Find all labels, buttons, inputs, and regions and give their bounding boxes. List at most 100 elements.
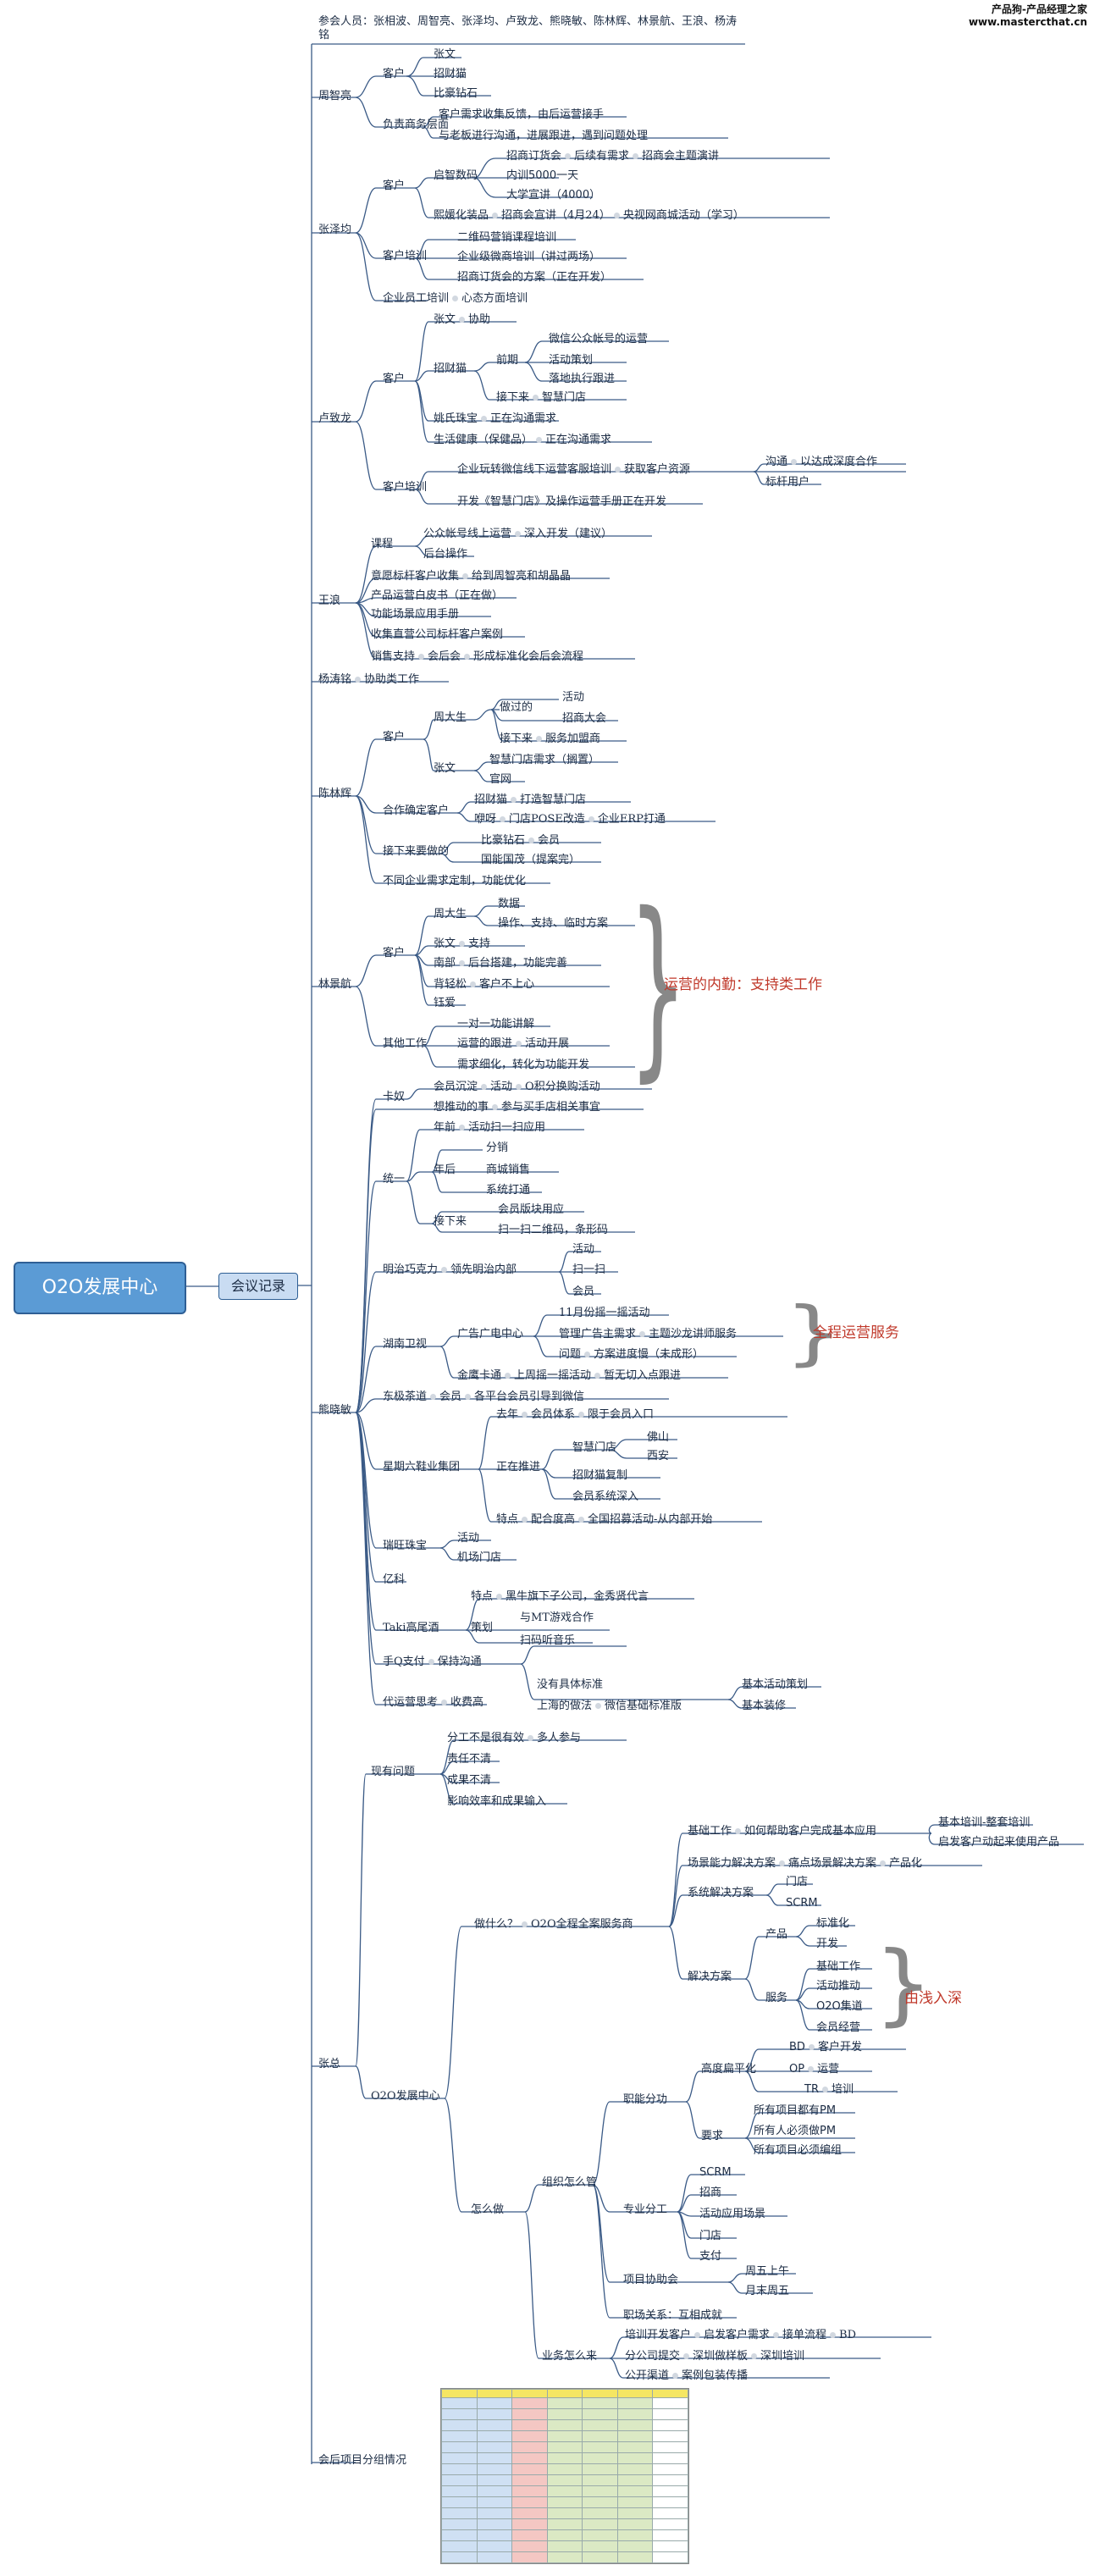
node-xiong-daiyun[interactable]: 代运营思考收费高 — [383, 1696, 483, 1710]
node-chen-mouya[interactable]: 咿呀门店POSE改造企业ERP打通 — [474, 813, 666, 826]
node-lu-zhangwen[interactable]: 张文协助 — [434, 313, 490, 327]
node-xiong-wenti[interactable]: 问题方案进度慢（未成形） — [559, 1348, 704, 1362]
node-lu-shenghuo[interactable]: 生活健康（保健品）正在沟通需求 — [434, 434, 611, 447]
node-lu-biaogan[interactable]: 标杆用户 — [765, 476, 810, 489]
node-zhou-boss[interactable]: 与老板进行沟通，进展跟进，遇到问题处理 — [439, 130, 649, 142]
node-yaoqiu[interactable]: 要求 — [701, 2130, 724, 2142]
node-xiong-yumt[interactable]: 与MT游戏合作 — [520, 1611, 594, 1624]
attendees-node[interactable]: 参会人员：张相波、周智亮、张泽均、卢致龙、熊晓敏、陈林辉、林景航、王浪、杨涛铭 — [318, 15, 738, 41]
node-lin-xuqiu[interactable]: 需求细化，转化为功能开发 — [457, 1059, 590, 1071]
node-chen-huodong[interactable]: 活动 — [562, 691, 585, 704]
node-xiong-jiexialai[interactable]: 接下来 — [434, 1215, 467, 1228]
node-huihou[interactable]: 会后项目分组情况 — [318, 2454, 407, 2467]
node-xiong-jinying[interactable]: 金鹰卡通上周摇一摇活动暂无切入点跟进 — [457, 1369, 681, 1383]
node-zhangze-kehu[interactable]: 客户 — [383, 180, 406, 192]
node-lin-yuai[interactable]: 钰爱 — [434, 997, 456, 1009]
node-xiong-zhihuimen[interactable]: 智慧门店 — [572, 1441, 617, 1454]
node-chen-jiexialai[interactable]: 接下来服务加盟商 — [500, 732, 600, 746]
node-zhineng[interactable]: 职能分功 — [623, 2093, 668, 2106]
node-lin-nanbu[interactable]: 南部后台搭建，功能完善 — [434, 957, 567, 970]
node-zhuanye[interactable]: 专业分工 — [623, 2203, 668, 2216]
node-xiong-dongji[interactable]: 东极茶道会员各平台会员引导到微信 — [383, 1390, 584, 1404]
node-jiejue[interactable]: 解决方案 — [688, 1971, 732, 1983]
node-xiong-shangcheng[interactable]: 商城销售 — [486, 1164, 531, 1176]
node-scrm2[interactable]: SCRM — [699, 2166, 732, 2179]
node-xiong-qunian[interactable]: 去年会员体系限于会员入口 — [496, 1408, 654, 1422]
node-yingxiang[interactable]: 影响效率和成果输入 — [447, 1795, 547, 1808]
node-xiong-fenxiao[interactable]: 分销 — [486, 1142, 509, 1154]
node-chen-zhaocaimao[interactable]: 招财猫打造智慧门店 — [474, 793, 586, 807]
node-xiong-zhaocai[interactable]: 招财猫复制 — [572, 1469, 628, 1482]
node-chen-zhihuimen[interactable]: 智慧门店需求（搁置） — [489, 754, 600, 766]
node-qizhi[interactable]: 启智数码 — [434, 169, 478, 182]
node-chen-guanwang[interactable]: 官网 — [489, 773, 512, 786]
node-xiong[interactable]: 熊晓敏 — [318, 1404, 352, 1417]
node-lin-kehu[interactable]: 客户 — [383, 947, 406, 959]
node-lin-qita[interactable]: 其他工作 — [383, 1037, 428, 1050]
node-chen-zuoguode[interactable]: 做过的 — [500, 701, 533, 714]
node-chen-zhoudasheng[interactable]: 周大生 — [434, 711, 467, 724]
node-xiong-hunan[interactable]: 湖南卫视 — [383, 1338, 428, 1351]
node-xiong-foshan[interactable]: 佛山 — [647, 1431, 670, 1444]
node-zhangzong[interactable]: 张总 — [318, 2058, 341, 2070]
node-gaoxiao[interactable]: 高度扁平化 — [701, 2063, 757, 2076]
node-yewu[interactable]: 业务怎么来 — [542, 2350, 598, 2363]
node-wang-gongneng[interactable]: 功能场景应用手册 — [371, 608, 460, 621]
node-xiong-zhengzai[interactable]: 正在推进 — [496, 1461, 541, 1473]
node-chen-zhaoshang[interactable]: 招商大会 — [562, 712, 607, 725]
node-kaifa[interactable]: 开发 — [816, 1938, 839, 1950]
node-changjing[interactable]: 场景能力解决方案痛点场景解决方案产品化 — [688, 1857, 922, 1871]
node-lu-qiyewan[interactable]: 企业玩转微信线下运营客服培训获取客户资源 — [457, 463, 690, 477]
node-xiong-cehua[interactable]: 策划 — [471, 1622, 494, 1634]
node-xiong-huiyuan2[interactable]: 会员 — [572, 1285, 595, 1298]
node-suoyouxiangmu[interactable]: 所有项目都有PM — [754, 2104, 837, 2117]
node-jichugong[interactable]: 基础工作如何帮助客户完成基本应用 — [688, 1825, 876, 1838]
node-zhou-bihao[interactable]: 比豪钻石 — [434, 87, 478, 100]
node-fengongsi[interactable]: 分公司提交深圳做样板深圳培训 — [625, 2350, 804, 2363]
node-scrm[interactable]: SCRM — [786, 1897, 818, 1910]
node-lu-qianqi[interactable]: 前期 — [496, 354, 519, 367]
node-xiong-guangguang[interactable]: 广告广电中心 — [457, 1328, 524, 1341]
node-xiong-meiyou[interactable]: 没有具体标准 — [537, 1678, 604, 1691]
node-xiong-huiyuanxi[interactable]: 会员系统深入 — [572, 1490, 639, 1503]
node-zeren[interactable]: 责任不清 — [447, 1753, 492, 1766]
node-yuangong[interactable]: 企业员工培训心态方面培训 — [383, 292, 528, 306]
node-qiye[interactable]: 企业级微商培训（讲过两场） — [457, 251, 601, 263]
node-chen-guoneng[interactable]: 国能国茂（提案完） — [481, 854, 581, 866]
node-daxue[interactable]: 大学宣讲（4000） — [506, 189, 601, 202]
node-zhize[interactable]: 职场关系：互相成就 — [623, 2309, 723, 2322]
node-zhaoshangfang[interactable]: 招商订货会的方案（正在开发） — [457, 271, 612, 284]
node-wang-houtai[interactable]: 后台操作 — [423, 548, 468, 561]
node-wang-gongzhong[interactable]: 公众帐号线上运营深入开发（建议） — [423, 528, 612, 541]
node-chen[interactable]: 陈林辉 — [318, 788, 352, 800]
node-yang[interactable]: 杨涛铭协助类工作 — [318, 673, 419, 687]
node-chen-kehu[interactable]: 客户 — [383, 731, 406, 744]
node-huiyuanjing[interactable]: 会员经营 — [816, 2021, 861, 2034]
node-lin-yunying[interactable]: 运营的跟进活动开展 — [457, 1037, 569, 1051]
node-zuzhi[interactable]: 组织怎么管 — [542, 2176, 598, 2189]
node-xiong-xiangtui[interactable]: 想推动的事参与买手店相关事宜 — [434, 1101, 600, 1114]
node-mendian[interactable]: 门店 — [786, 1876, 809, 1888]
node-xiong-huodong4[interactable]: 活动 — [457, 1532, 480, 1545]
node-zhifu[interactable]: 支付 — [699, 2250, 722, 2263]
node-qizhi-zhaoshang[interactable]: 招商订货会后续有需求招商会主题演讲 — [506, 150, 719, 163]
node-lin-shuju[interactable]: 数据 — [498, 898, 521, 910]
node-lu-weixin[interactable]: 微信公众帐号的运营 — [549, 333, 649, 345]
node-suoyouren[interactable]: 所有人必须做PM — [754, 2125, 837, 2137]
node-lu-luodi[interactable]: 落地执行跟进 — [549, 373, 616, 385]
node-xiong-saoma[interactable]: 扫码听音乐 — [520, 1634, 576, 1647]
node-xiong-jibenzhuang[interactable]: 基本装修 — [742, 1700, 787, 1712]
node-xiong-yueshou[interactable]: 11月份摇一摇活动 — [559, 1307, 650, 1319]
node-biaozhun[interactable]: 标准化 — [816, 1917, 850, 1930]
root-node[interactable]: O2O发展中心 — [14, 1262, 186, 1314]
node-zhou-demand[interactable]: 客户需求收集反馈，由后运营接手 — [439, 108, 605, 121]
node-xiong-ruiwang[interactable]: 瑞旺珠宝 — [383, 1540, 428, 1552]
node-zhaoshang[interactable]: 招商 — [699, 2186, 722, 2199]
node-xitongjie[interactable]: 系统解决方案 — [688, 1887, 754, 1899]
node-lu-kaifa[interactable]: 开发《智慧门店》及操作运营手册正在开发 — [457, 495, 667, 508]
node-xiong-tedian[interactable]: 特点配合度高全国招募活动-从内部开始 — [496, 1513, 712, 1527]
node-xiong-kanu[interactable]: 卡奴 — [383, 1091, 406, 1103]
node-xiong-huodong2[interactable]: 活动 — [572, 1243, 595, 1256]
